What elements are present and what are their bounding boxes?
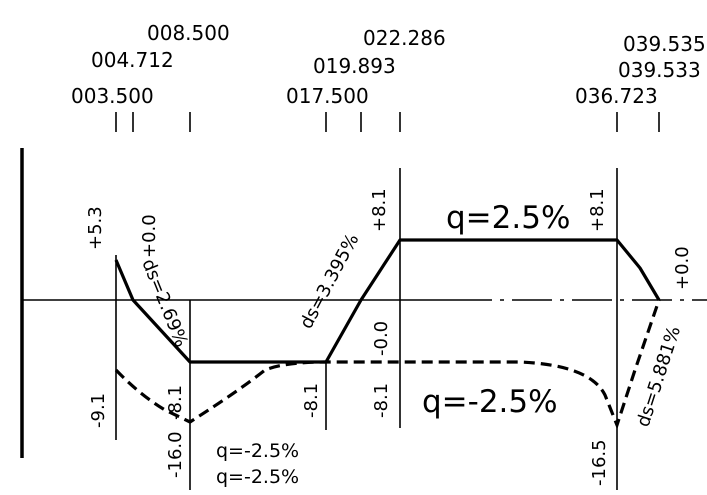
- station-label: 039.533: [618, 58, 701, 82]
- cross-slope-small: q=-2.5%: [216, 440, 299, 462]
- slope-label: ds=3.395%: [296, 230, 364, 332]
- station-label: 022.286: [363, 26, 446, 50]
- value-label: +8.1: [587, 188, 608, 232]
- station-label: 004.712: [91, 48, 174, 72]
- station-label: 003.500: [71, 84, 154, 108]
- value-label: +5.3: [85, 206, 106, 250]
- station-label: 019.893: [313, 54, 396, 78]
- outer-edge-profile: [114, 238, 661, 364]
- inner-edge-profile: [114, 299, 661, 430]
- cross-slope-small: q=-2.5%: [216, 466, 299, 488]
- station-label: 008.500: [147, 21, 230, 45]
- reference-lines: [115, 168, 618, 490]
- value-label: -8.1: [371, 383, 392, 418]
- value-label: +8.1: [369, 188, 390, 232]
- slope-label: ds=5.881%: [633, 324, 685, 430]
- value-label: -16.5: [589, 439, 610, 486]
- cross-slope-top: q=2.5%: [446, 200, 570, 236]
- value-label: -0.0: [371, 321, 392, 356]
- value-label: -16.0: [165, 431, 186, 478]
- value-label: -8.1: [165, 385, 186, 420]
- station-label: 017.500: [286, 84, 369, 108]
- station-label: 036.723: [575, 84, 658, 108]
- value-label: +0.0: [672, 246, 693, 290]
- station-label: 039.535: [623, 32, 706, 56]
- station-ticks: [115, 112, 660, 132]
- value-label: -9.1: [88, 393, 109, 428]
- value-label: +0.0: [139, 214, 160, 258]
- cross-slope-bottom: q=-2.5%: [422, 384, 558, 420]
- value-label: -8.1: [301, 383, 322, 418]
